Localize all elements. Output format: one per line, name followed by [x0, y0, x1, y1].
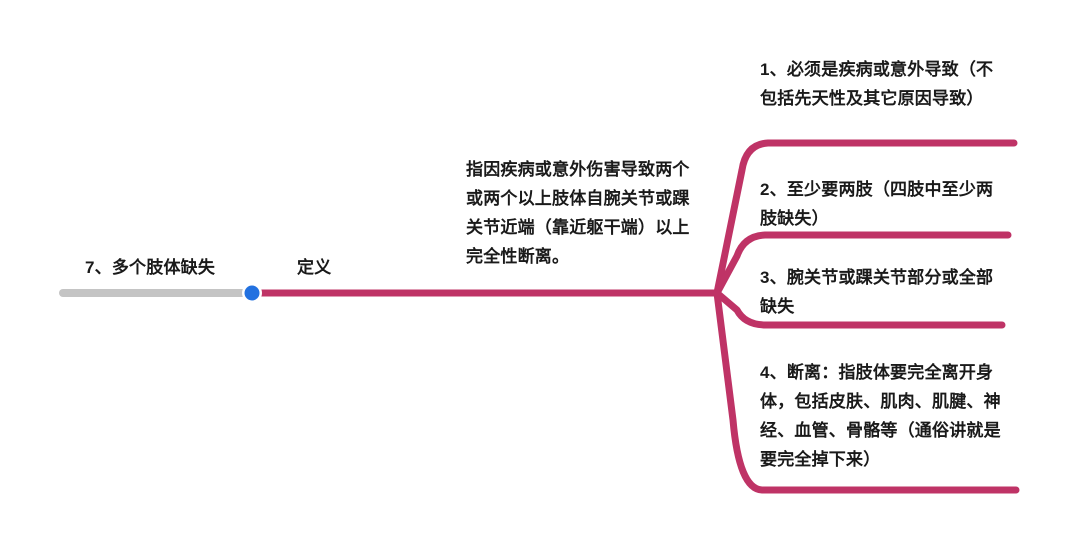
relation-label-definition[interactable]: 定义: [297, 258, 332, 277]
branch-label-4[interactable]: 4、断离：指肢体要完全离开身体，包括皮肤、肌肉、肌腱、神经、血管、骨骼等（通俗讲…: [760, 363, 1001, 469]
root-node-dot[interactable]: [244, 285, 260, 301]
branch-connector-4: [713, 289, 1020, 494]
branch-label-3[interactable]: 3、腕关节或踝关节部分或全部缺失: [760, 268, 994, 316]
branch-connector-3: [713, 289, 1006, 329]
branch-label-2[interactable]: 2、至少要两肢（四肢中至少两肢缺失）: [760, 180, 994, 228]
branch-connector-2: [713, 231, 1012, 297]
root-node-label[interactable]: 7、多个肢体缺失: [85, 258, 216, 277]
definition-body-text[interactable]: 指因疾病或意外伤害导致两个或两个以上肢体自腕关节或踝关节近端（靠近躯干端）以上完…: [466, 160, 690, 266]
branch-connector-1: [713, 139, 1018, 297]
branch-label-1[interactable]: 1、必须是疾病或意外导致（不包括先天性及其它原因导致）: [760, 60, 994, 108]
